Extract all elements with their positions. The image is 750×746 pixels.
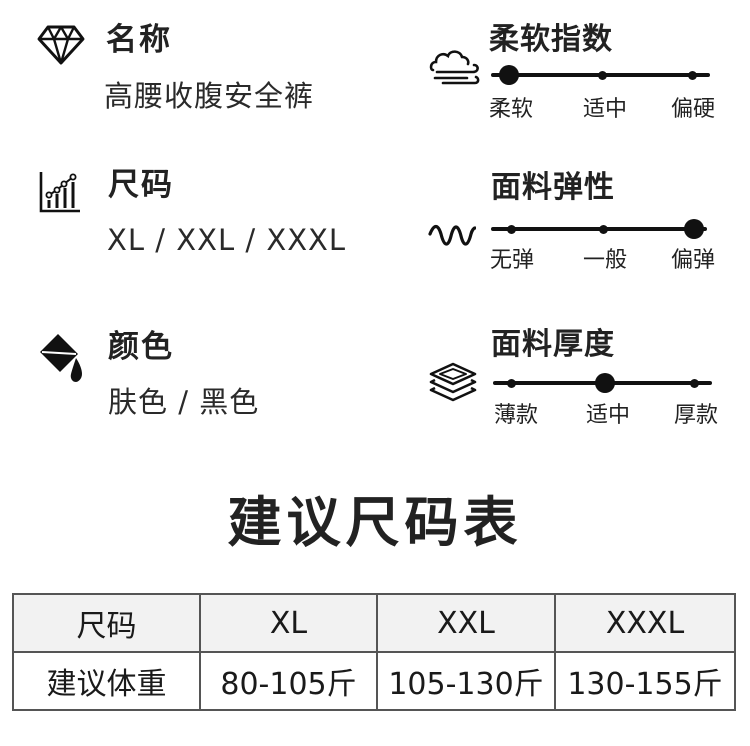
wave-icon [428, 224, 476, 246]
size-chart-table: 尺码 XL XXL XXXL 建议体重 80-105斤 105-130斤 130… [12, 593, 736, 711]
softness-tick-label: 适中 [582, 97, 627, 122]
name-label: 名称 [106, 22, 172, 58]
table-header-cell: 尺码 [12, 593, 201, 653]
elasticity-tick-label: 无弹 [489, 248, 534, 273]
size-label: 尺码 [108, 167, 174, 203]
table-header-row: 尺码 XL XXL XXXL [12, 593, 736, 653]
thickness-marker [595, 373, 615, 393]
color-label: 颜色 [108, 329, 174, 365]
elasticity-marker [684, 219, 704, 239]
softness-marker [499, 65, 519, 85]
elasticity-tick [599, 225, 608, 234]
table-cell: 80-105斤 [199, 651, 378, 711]
thickness-title: 面料厚度 [491, 327, 615, 362]
table-header-cell: XXXL [554, 593, 736, 653]
thickness-tick-label: 适中 [585, 403, 630, 428]
softness-tick-label: 柔软 [488, 97, 533, 122]
size-chart-title: 建议尺码表 [227, 491, 523, 554]
thickness-tick-label: 薄款 [493, 403, 538, 428]
table-header-cell: XL [199, 593, 378, 653]
elasticity-tick-label: 一般 [582, 248, 627, 273]
table-cell: 130-155斤 [554, 651, 736, 711]
color-value: 肤色 / 黑色 [108, 385, 260, 419]
elasticity-tick-label: 偏弹 [670, 248, 715, 273]
table-cell: 105-130斤 [376, 651, 556, 711]
paint-bucket-icon [40, 334, 82, 382]
thickness-tick-label: 厚款 [673, 403, 718, 428]
name-value: 高腰收腹安全裤 [104, 79, 315, 113]
softness-title: 柔软指数 [489, 22, 613, 57]
thickness-tick [507, 379, 516, 388]
table-row: 建议体重 80-105斤 105-130斤 130-155斤 [12, 651, 736, 711]
growth-chart-icon [39, 172, 80, 213]
thickness-tick [690, 379, 699, 388]
softness-tick-label: 偏硬 [670, 97, 715, 122]
elasticity-tick [507, 225, 516, 234]
cloud-wind-icon [429, 50, 480, 85]
size-value: XL / XXL / XXXL [107, 223, 347, 257]
table-cell: 建议体重 [12, 651, 201, 711]
softness-tick [598, 71, 607, 80]
layers-icon [429, 362, 477, 402]
diamond-icon [37, 25, 85, 65]
elasticity-title: 面料弹性 [491, 170, 615, 205]
table-header-cell: XXL [376, 593, 556, 653]
softness-tick [688, 71, 697, 80]
